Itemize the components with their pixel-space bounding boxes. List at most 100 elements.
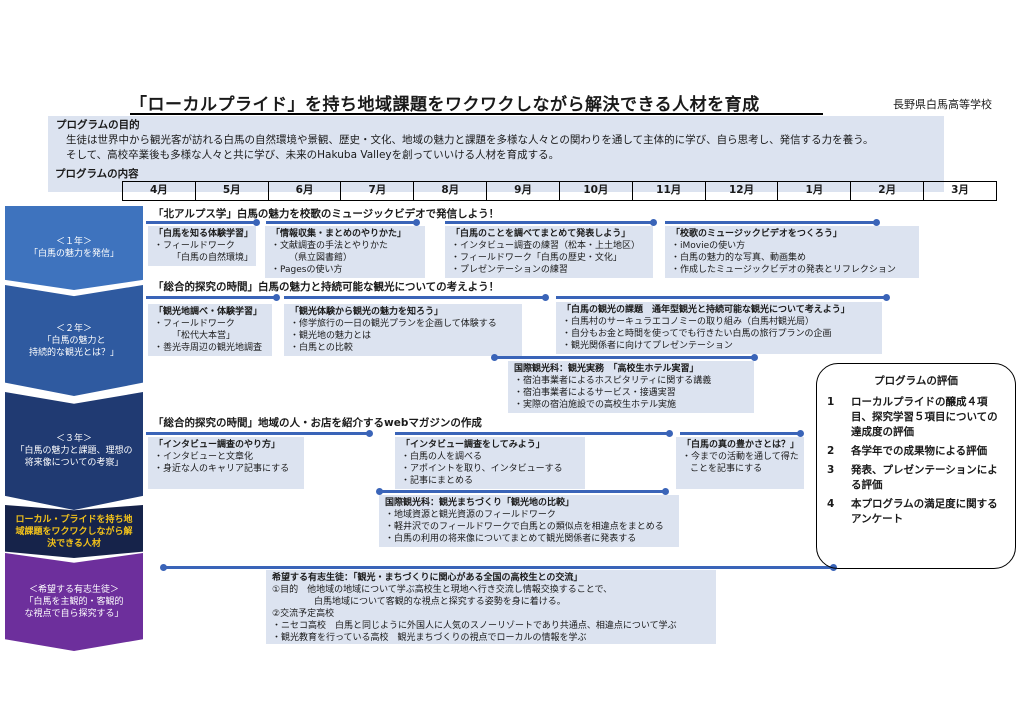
volunteer-timeline-bar bbox=[163, 566, 833, 569]
purpose-line-1: 生徒は世界中から観光客が訪れる白馬の自然環境や景観、歴史・文化、地域の魅力と課題… bbox=[66, 134, 874, 146]
stage-grade3: ＜３年＞ 「白馬の魅力と課題、理想の 将来像についての考察」 bbox=[5, 392, 143, 510]
stage-goal: ローカル・プライドを持ち地 域課題をワクワクしながら解 決できる人材 bbox=[5, 505, 143, 558]
box-line: ・実際の宿泊施設での高校生ホテル実施 bbox=[514, 400, 677, 410]
box-line: ・フィールドワーク「白馬の歴史・文化」 bbox=[451, 253, 622, 263]
box-line: ・宿泊事業者によるサービス・接遇実習 bbox=[514, 388, 676, 398]
stage-grade1-theme: 「白馬の魅力を発信」 bbox=[28, 249, 119, 259]
box-line: 「白馬の自然環境」 bbox=[172, 253, 254, 263]
grade1-box-experience: 「白馬を知る体験学習」 ・フィールドワーク 「白馬の自然環境」 bbox=[148, 226, 256, 266]
box-line: ・プレゼンテーションの練習 bbox=[451, 265, 568, 275]
box-line: ・文献調査の手法とやりかた bbox=[271, 241, 389, 251]
box-title: 「白馬の真の豊かさとは？」 bbox=[682, 440, 800, 450]
stage-grade2-theme-2: 持続的な観光とは？」 bbox=[28, 347, 119, 358]
grade1-timeline-bar bbox=[266, 221, 416, 224]
box-title: 「白馬のことを調べてまとめて発表しよう」 bbox=[451, 229, 631, 239]
timeline-dot bbox=[883, 294, 890, 301]
grade1-box-research: 「情報収集・まとめのやりかた」 ・文献調査の手法とやりかた （県立図書館） ・P… bbox=[265, 226, 425, 278]
program-purpose: プログラムの目的 生徒は世界中から観光客が訪れる白馬の自然環境や景観、歴史・文化… bbox=[48, 116, 944, 192]
box-title: 「情報収集・まとめのやりかた」 bbox=[271, 229, 407, 239]
box-line: ・Pagesの使い方 bbox=[271, 265, 343, 275]
box-title: 「白馬を知る体験学習」 bbox=[154, 229, 254, 239]
box-line: ・iMovieの使い方 bbox=[671, 241, 746, 251]
grade3-box-interview-practice: 「インタビュー調査をしてみよう」 ・白馬の人を調べる ・アポイントを取り、インタ… bbox=[395, 437, 585, 489]
timeline-dot bbox=[650, 219, 657, 226]
box-title: 国際観光科：観光まちづくり「観光地の比較」 bbox=[385, 498, 575, 508]
page-title: 「ローカルプライド」を持ち地域課題をワクワクしながら解決できる人材を育成 bbox=[130, 95, 760, 115]
content-label: プログラムの内容 bbox=[55, 168, 139, 180]
school-name: 長野県白馬高等学校 bbox=[893, 98, 992, 111]
grade3-box-true-richness: 「白馬の真の豊かさとは？」 ・今までの活動を通して得た ことを記事にする bbox=[676, 437, 804, 489]
grade2-timeline-bar bbox=[284, 296, 544, 299]
stage-grade2: ＜２年＞ 「白馬の魅力と 持続的な観光とは？」 bbox=[5, 285, 143, 396]
evaluation-title: プログラムの評価 bbox=[874, 375, 958, 387]
stage-goal-line-2: 域課題をワクワクしながら解 bbox=[15, 526, 133, 537]
box-line: ・地域資源と観光資源のフィールドワーク bbox=[385, 510, 556, 520]
grade2-hotel-timeline-bar bbox=[494, 356, 754, 359]
grade1-timeline-bar bbox=[445, 221, 653, 224]
stage-volunteer: ＜希望する有志生徒＞ 「白馬を主観的・客観的 な視点で自ら探究する」 bbox=[5, 553, 143, 651]
box-line: ・アポイントを取り、インタビューする bbox=[401, 464, 563, 474]
timeline-dot bbox=[253, 219, 260, 226]
timeline-dot bbox=[160, 564, 167, 571]
grade3-timeline-bar bbox=[146, 432, 368, 435]
grade2-box-hotel-training: 国際観光科：観光実務 「高校生ホテル実習」 ・宿泊事業者によるホスピタリティに関… bbox=[508, 361, 754, 413]
timeline-dot bbox=[873, 219, 880, 226]
month-cell: 8月 bbox=[414, 182, 488, 200]
timeline-dot bbox=[366, 430, 373, 437]
month-header: 4月 5月 6月 7月 8月 9月 10月 11月 12月 1月 2月 3月 bbox=[122, 181, 997, 201]
box-line: ・軽井沢でのフィールドワークで白馬との類似点を相違点をまとめる bbox=[385, 522, 664, 532]
box-line: ・白馬との比較 bbox=[290, 343, 353, 353]
box-line: ・記事にまとめる bbox=[401, 476, 474, 486]
box-line: ・今までの活動を通して得た bbox=[682, 452, 799, 462]
volunteer-box-exchange: 希望する有志生徒：「観光・まちづくりに関心がある全国の高校生との交流」 ①目的 … bbox=[266, 570, 716, 644]
grade1-timeline-bar bbox=[665, 221, 875, 224]
grade2-box-sightseeing: 「観光地調べ・体験学習」 ・フィールドワーク 「松代大本営」 ・善光寺周辺の観光… bbox=[148, 304, 272, 356]
box-title: 「観光地調べ・体験学習」 bbox=[154, 307, 263, 317]
stage-goal-line-3: 決できる人材 bbox=[47, 538, 101, 549]
grade1-box-music-video: 「校歌のミュージックビデオをつくろう」 ・iMovieの使い方 ・白馬の魅力的な… bbox=[665, 226, 919, 278]
month-cell: 4月 bbox=[123, 182, 196, 200]
box-line: （県立図書館） bbox=[289, 253, 353, 263]
grade2-timeline-bar bbox=[146, 296, 276, 299]
month-cell: 1月 bbox=[778, 182, 852, 200]
evaluation-item: 1 ローカルプライドの醸成４項目、探究学習５項目についての達成度の評価 bbox=[827, 395, 1005, 440]
box-line: ・インタビュー調査の練習（松本・上土地区） bbox=[451, 241, 641, 251]
evaluation-item: 4 本プログラムの満足度に関するアンケート bbox=[827, 497, 1005, 527]
box-title: 「インタビュー調査のやり方」 bbox=[154, 440, 281, 450]
purpose-heading: プログラムの目的 bbox=[56, 119, 140, 131]
stage-grade3-theme-1: 「白馬の魅力と課題、理想の bbox=[15, 446, 133, 456]
month-cell: 12月 bbox=[706, 182, 779, 200]
box-line: ・観光地の魅力とは bbox=[290, 331, 372, 341]
grade3-box-interview-method: 「インタビュー調査のやり方」 ・インタビューと文章化 ・身近な人のキャリア記事に… bbox=[148, 437, 304, 489]
box-line: ・フィールドワーク bbox=[154, 241, 235, 251]
timeline-dot bbox=[751, 354, 758, 361]
timeline-dot bbox=[797, 430, 804, 437]
stage-grade2-theme-1: 「白馬の魅力と bbox=[42, 335, 106, 346]
timeline-dot bbox=[542, 294, 549, 301]
timeline-dot bbox=[273, 294, 280, 301]
grade2-box-tourism-charm: 「観光体験から観光の魅力を知ろう」 ・修学旅行の一日の観光プランを企画して体験す… bbox=[284, 304, 522, 356]
month-cell: 2月 bbox=[851, 182, 925, 200]
box-line: ①目的 他地域の地域について学ぶ高校生と現地へ行き交流し情報交換することで、 bbox=[272, 585, 613, 595]
purpose-line-2: そして、高校卒業後も多様な人々と共に学び、未来のHakuba Valleyを創っ… bbox=[66, 149, 560, 161]
box-title: 「インタビュー調査をしてみよう」 bbox=[401, 440, 545, 450]
timeline-dot bbox=[376, 488, 383, 495]
evaluation-item-text: ローカルプライドの醸成４項目、探究学習５項目についての達成度の評価 bbox=[851, 396, 998, 438]
month-cell: 9月 bbox=[487, 182, 560, 200]
grade3-town-timeline-bar bbox=[379, 490, 665, 493]
timeline-dot bbox=[491, 354, 498, 361]
evaluation-item-text: 発表、プレゼンテーションによる評価 bbox=[851, 464, 998, 491]
box-title: 希望する有志生徒：「観光・まちづくりに関心がある全国の高校生との交流」 bbox=[272, 573, 583, 583]
timeline-dot bbox=[413, 219, 420, 226]
stage-volunteer-label: ＜希望する有志生徒＞ bbox=[28, 585, 119, 595]
stage-grade3-label: ＜３年＞ bbox=[55, 434, 92, 444]
evaluation-item-number: 2 bbox=[827, 445, 835, 457]
evaluation-item-text: 本プログラムの満足度に関するアンケート bbox=[851, 498, 998, 525]
stage-grade3-theme-2: 将来像についての考察」 bbox=[24, 458, 124, 468]
box-line: ことを記事にする bbox=[690, 464, 763, 474]
box-title: 「白馬の観光の課題 通年型観光と持続可能な観光について考えよう」 bbox=[562, 305, 850, 315]
grade2-box-sustainable-tourism: 「白馬の観光の課題 通年型観光と持続可能な観光について考えよう」 ・白馬村のサー… bbox=[556, 302, 882, 354]
evaluation-item: 3 発表、プレゼンテーションによる評価 bbox=[827, 463, 1005, 493]
evaluation-item-text: 各学年での成果物による評価 bbox=[851, 445, 988, 457]
grade1-box-presentation: 「白馬のことを調べてまとめて発表しよう」 ・インタビュー調査の練習（松本・上土地… bbox=[445, 226, 653, 278]
